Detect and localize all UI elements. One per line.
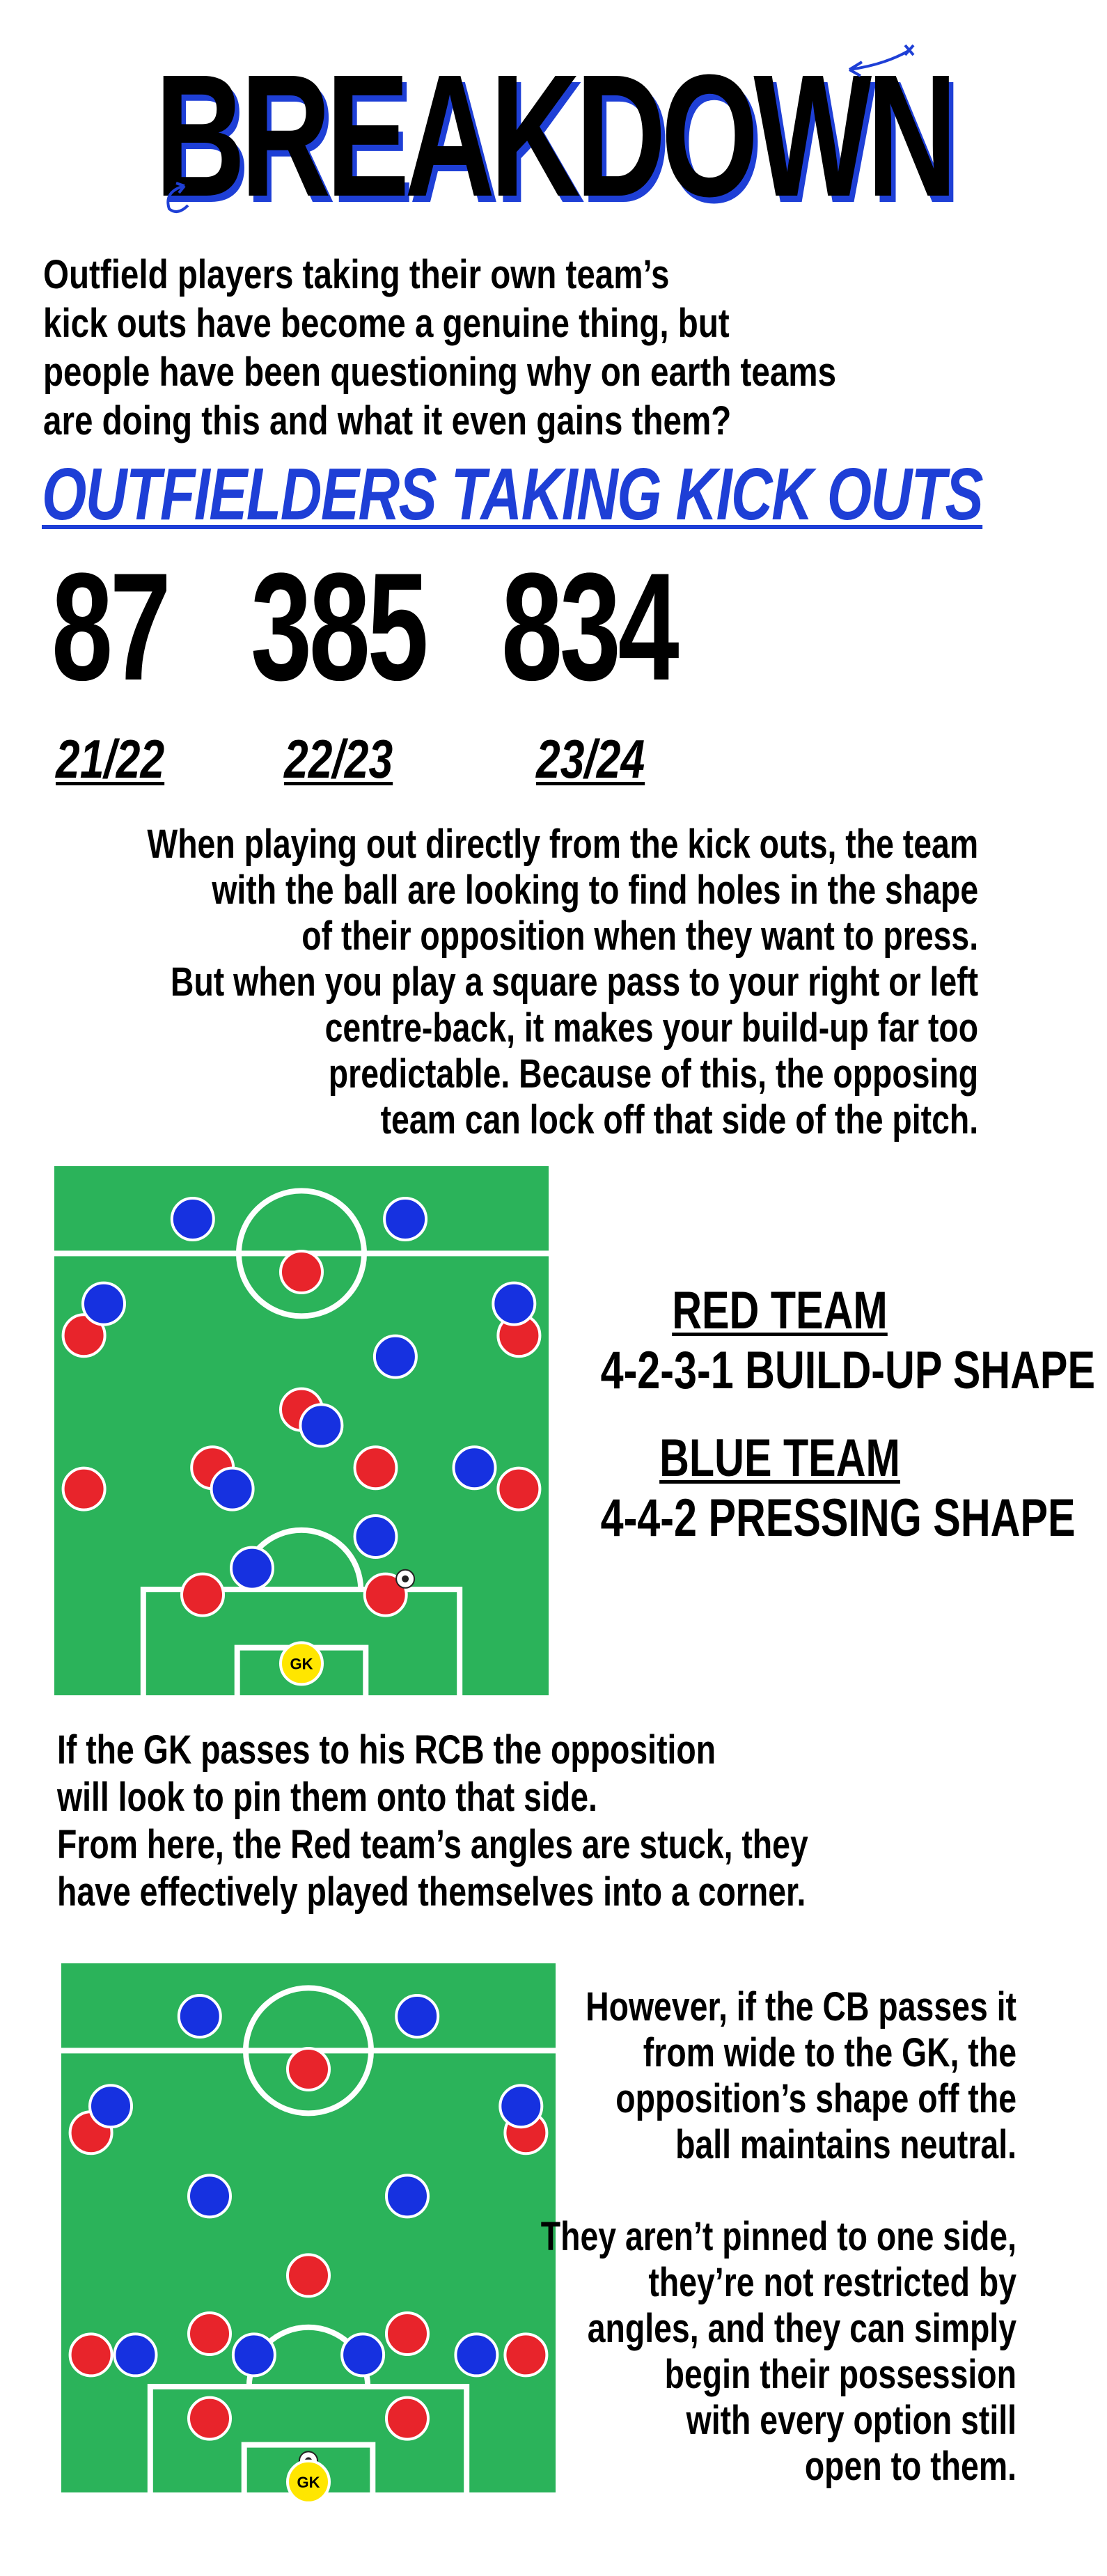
intro-line: people have been questioning why on eart…	[43, 350, 837, 395]
red-player-marker	[385, 2396, 430, 2441]
red-player-marker	[286, 2253, 331, 2298]
goalkeeper-label: GK	[290, 1655, 313, 1672]
red-player-marker	[180, 1572, 225, 1617]
neutral-explanation-paragraph: However, if the CB passes it from wide t…	[422, 1984, 1016, 2490]
intro-paragraph: Outfield players taking their own team’s…	[43, 251, 1010, 446]
blue-player-marker	[452, 1445, 497, 1491]
stat-value: 385	[251, 541, 429, 712]
paragraph-line: opposition’s shape off the	[615, 2076, 1016, 2121]
pitch-diagram-build-up: GK	[54, 1166, 549, 1705]
paragraph-line: If the GK passes to his RCB the oppositi…	[57, 1727, 716, 1773]
blue-team-shape: 4-4-2 PRESSING SHAPE	[600, 1489, 1076, 1548]
red-player-marker	[353, 1445, 398, 1491]
paragraph-line: with the ball are looking to find holes …	[212, 867, 978, 913]
red-player-marker	[68, 2332, 113, 2378]
arrow-doodle-icon	[848, 44, 915, 77]
paragraph-line: But when you play a square pass to your …	[170, 959, 978, 1005]
intro-line: kick outs have become a genuine thing, b…	[43, 301, 730, 346]
paragraph-line: have effectively played themselves into …	[57, 1869, 806, 1915]
blue-team-title: BLUE TEAM	[659, 1429, 900, 1488]
intro-line: Outfield players taking their own team’s	[43, 252, 670, 297]
blue-player-marker	[113, 2332, 158, 2378]
paragraph-line: When playing out directly from the kick …	[147, 822, 978, 867]
blue-player-marker	[81, 1281, 126, 1326]
paragraph-line: predictable. Because of this, the opposi…	[328, 1051, 978, 1097]
pin-explanation-paragraph: If the GK passes to his RCB the oppositi…	[57, 1727, 996, 1916]
blue-player-marker	[230, 1546, 274, 1591]
red-player-marker	[496, 1466, 542, 1511]
paragraph-line: ball maintains neutral.	[675, 2122, 1016, 2167]
paragraph-line: From here, the Red team’s angles are stu…	[57, 1822, 808, 1867]
red-player-marker	[363, 1572, 408, 1617]
blue-player-marker	[372, 1334, 418, 1379]
blue-player-marker	[210, 1466, 255, 1511]
red-player-marker	[187, 2396, 232, 2441]
red-team-title: RED TEAM	[672, 1281, 888, 1340]
paragraph-line: open to them.	[804, 2444, 1016, 2489]
paragraph-line	[541, 2168, 1016, 2214]
stat-value: 834	[501, 541, 680, 712]
paragraph-line: They aren’t pinned to one side,	[540, 2214, 1016, 2259]
blue-player-marker	[492, 1281, 537, 1326]
blue-player-marker	[385, 2174, 430, 2219]
season-label: 21/22	[56, 728, 165, 790]
football-icon-patch	[402, 1575, 409, 1582]
title-text: BREAKDOWN	[155, 38, 957, 233]
paragraph-line: centre-back, it makes your build-up far …	[324, 1005, 978, 1051]
paragraph-line: with every option still	[686, 2398, 1016, 2443]
goalkeeper-label: GK	[297, 2474, 320, 2491]
stat-value: 87	[52, 541, 171, 712]
paragraph-line: team can lock off that side of the pitch…	[380, 1097, 978, 1142]
explanation-paragraph: When playing out directly from the kick …	[0, 822, 978, 1143]
blue-player-marker	[170, 1197, 215, 1241]
page-title: BREAKDOWN	[0, 49, 1044, 223]
blue-player-marker	[498, 2084, 544, 2129]
paragraph-line: of their opposition when they want to pr…	[301, 913, 978, 959]
red-player-marker	[286, 2047, 331, 2091]
red-player-marker	[61, 1466, 107, 1511]
blue-player-marker	[454, 2332, 499, 2378]
red-team-shape: 4-2-3-1 BUILD-UP SHAPE	[600, 1341, 1096, 1400]
red-player-marker	[187, 2311, 232, 2356]
red-player-marker	[279, 1250, 324, 1294]
red-player-marker	[61, 1313, 107, 1358]
intro-line: are doing this and what it even gains th…	[43, 398, 732, 443]
pitch-diagram-neutral: GK	[61, 1963, 556, 2504]
paragraph-line: will look to pin them onto that side.	[57, 1775, 597, 1820]
curved-arrow-icon	[166, 182, 189, 213]
season-label: 23/24	[536, 728, 645, 790]
blue-player-marker	[395, 1994, 440, 2039]
goalkeeper-marker	[286, 2459, 331, 2504]
paragraph-line: However, if the CB passes it	[586, 1984, 1016, 2029]
section-subtitle: OUTFIELDERS TAKING KICK OUTS	[42, 453, 984, 535]
season-label: 22/23	[284, 728, 393, 790]
blue-player-marker	[383, 1197, 428, 1241]
blue-player-marker	[231, 2332, 276, 2378]
red-player-marker	[385, 2311, 430, 2356]
paragraph-line: begin their possession	[664, 2352, 1016, 2397]
paragraph-line: angles, and they can simply	[587, 2306, 1016, 2351]
paragraph-line: from wide to the GK, the	[643, 2030, 1016, 2075]
team-legend: RED TEAM 4-2-3-1 BUILD-UP SHAPE BLUE TEA…	[550, 1281, 1096, 1548]
blue-player-marker	[177, 1994, 222, 2039]
centre-circle	[243, 1985, 374, 2116]
red-player-marker	[503, 2332, 549, 2378]
blue-player-marker	[340, 2332, 386, 2378]
blue-player-marker	[299, 1403, 344, 1448]
centre-circle	[236, 1188, 367, 1319]
blue-player-marker	[187, 2174, 232, 2219]
paragraph-line: they’re not restricted by	[648, 2260, 1016, 2305]
goalkeeper-marker	[279, 1641, 324, 1686]
blue-player-marker	[353, 1514, 398, 1559]
blue-player-marker	[88, 2084, 133, 2129]
